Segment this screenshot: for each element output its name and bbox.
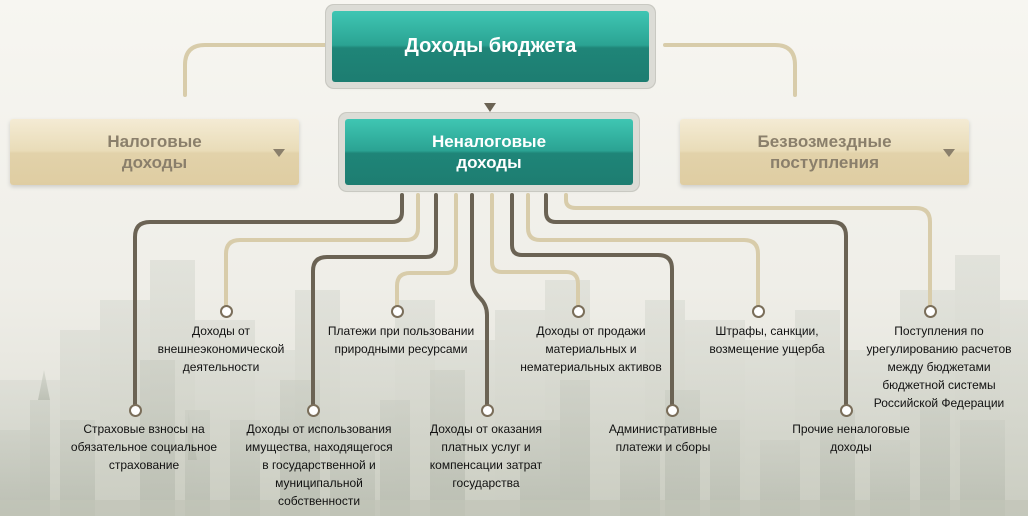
item-interbudget[interactable]: Поступления по урегулированию расчетов м…: [866, 324, 1012, 410]
node-dot-admin-fees[interactable]: [666, 404, 679, 417]
down-arrow-icon: [484, 103, 496, 112]
item-insurance[interactable]: Страховые взносы на обязательное социаль…: [70, 422, 218, 472]
node-dot-insurance[interactable]: [129, 404, 142, 417]
gratuitous-receipts-box[interactable]: Безвозмездные поступления: [680, 119, 969, 185]
node-dot-other[interactable]: [840, 404, 853, 417]
budget-revenue-title: Доходы бюджета: [404, 35, 577, 57]
node-dot-fines[interactable]: [752, 305, 765, 318]
node-dot-asset-sales[interactable]: [572, 305, 585, 318]
item-asset-sales[interactable]: Доходы от продажи материальных и нематер…: [520, 324, 662, 374]
top-connectors: [183, 43, 797, 97]
gratuitous-receipts-label: Безвозмездные поступления: [757, 132, 892, 172]
tax-revenue-label: Налоговые доходы: [107, 132, 202, 172]
item-admin-fees[interactable]: Административные платежи и сборы: [608, 422, 718, 454]
item-foreign-trade[interactable]: Доходы от внешнеэкономической деятельнос…: [157, 324, 285, 374]
item-fines[interactable]: Штрафы, санкции, возмещение ущерба: [709, 324, 825, 356]
item-natural-resources[interactable]: Платежи при пользовании природными ресур…: [327, 324, 475, 356]
tax-revenue-box[interactable]: Налоговые доходы: [10, 119, 299, 185]
branch-connectors: [133, 193, 932, 411]
item-property-use[interactable]: Доходы от использования имущества, наход…: [245, 422, 393, 508]
non-tax-revenue-box[interactable]: Неналоговые доходы: [345, 119, 633, 185]
node-dot-natural-resources[interactable]: [391, 305, 404, 318]
item-other[interactable]: Прочие неналоговые доходы: [792, 422, 910, 454]
node-dot-property-use[interactable]: [307, 404, 320, 417]
budget-revenue-box[interactable]: Доходы бюджета: [332, 11, 649, 82]
dropdown-arrow-icon: [273, 149, 285, 157]
node-dot-paid-services[interactable]: [481, 404, 494, 417]
node-dot-interbudget[interactable]: [924, 305, 937, 318]
non-tax-revenue-label: Неналоговые доходы: [431, 132, 547, 172]
dropdown-arrow-icon: [943, 149, 955, 157]
item-paid-services[interactable]: Доходы от оказания платных услуг и компе…: [429, 422, 543, 490]
node-dot-foreign-trade[interactable]: [220, 305, 233, 318]
